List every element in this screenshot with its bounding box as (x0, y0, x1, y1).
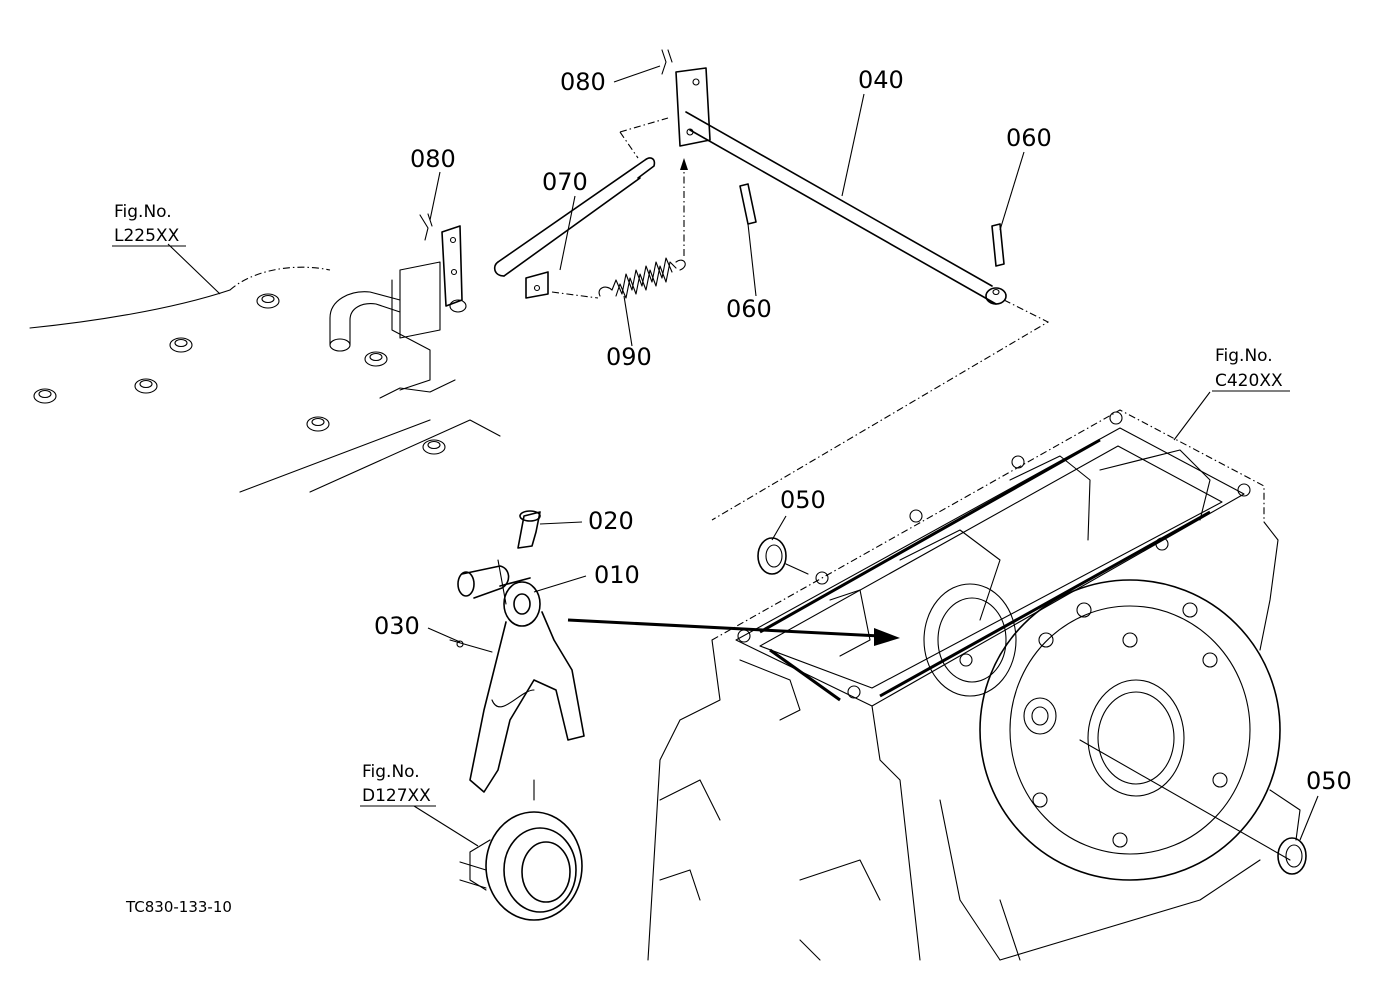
callout-010: 010 (594, 561, 640, 589)
callout-060-left: 060 (726, 295, 772, 323)
rod-070 (493, 117, 669, 299)
callout-050-lower: 050 (1306, 767, 1352, 795)
figref-c420-caption: Fig.No. (1215, 346, 1273, 366)
clip-080-upper (661, 49, 673, 75)
callout-020: 020 (588, 507, 634, 535)
callout-060-right: 060 (1006, 124, 1052, 152)
spring-090 (551, 158, 688, 299)
pin-060-left (739, 183, 757, 225)
assembly-arrow (567, 618, 900, 646)
figref-d127-caption: Fig.No. (362, 762, 420, 782)
bearing-d127 (459, 779, 583, 921)
figref-l225: Fig.No. L225XX (112, 202, 186, 247)
callout-090: 090 (606, 343, 652, 371)
callout-080-upper: 080 (560, 68, 606, 96)
figref-d127: Fig.No. D127XX (360, 762, 436, 807)
leader-lines (167, 65, 1319, 847)
transmission-case (647, 409, 1301, 961)
seal-050-upper (757, 537, 809, 575)
shift-fork-010 (449, 510, 585, 793)
callout-070: 070 (542, 168, 588, 196)
callout-080-lower: 080 (410, 145, 456, 173)
callout-040: 040 (858, 66, 904, 94)
shaft-040 (675, 67, 1050, 521)
figref-c420: Fig.No. C420XX (1212, 346, 1290, 392)
figref-c420-number: C420XX (1215, 371, 1283, 391)
pin-060-right (991, 223, 1005, 267)
figref-l225-caption: Fig.No. (114, 202, 172, 222)
lower-bracket (419, 213, 467, 313)
callout-050-upper: 050 (780, 486, 826, 514)
callout-030: 030 (374, 612, 420, 640)
drawing-code: TC830-133-10 (125, 898, 232, 916)
figref-d127-number: D127XX (362, 786, 431, 806)
left-plate-assembly (29, 261, 501, 493)
seal-050-lower (1277, 837, 1307, 875)
figref-l225-number: L225XX (114, 226, 180, 246)
